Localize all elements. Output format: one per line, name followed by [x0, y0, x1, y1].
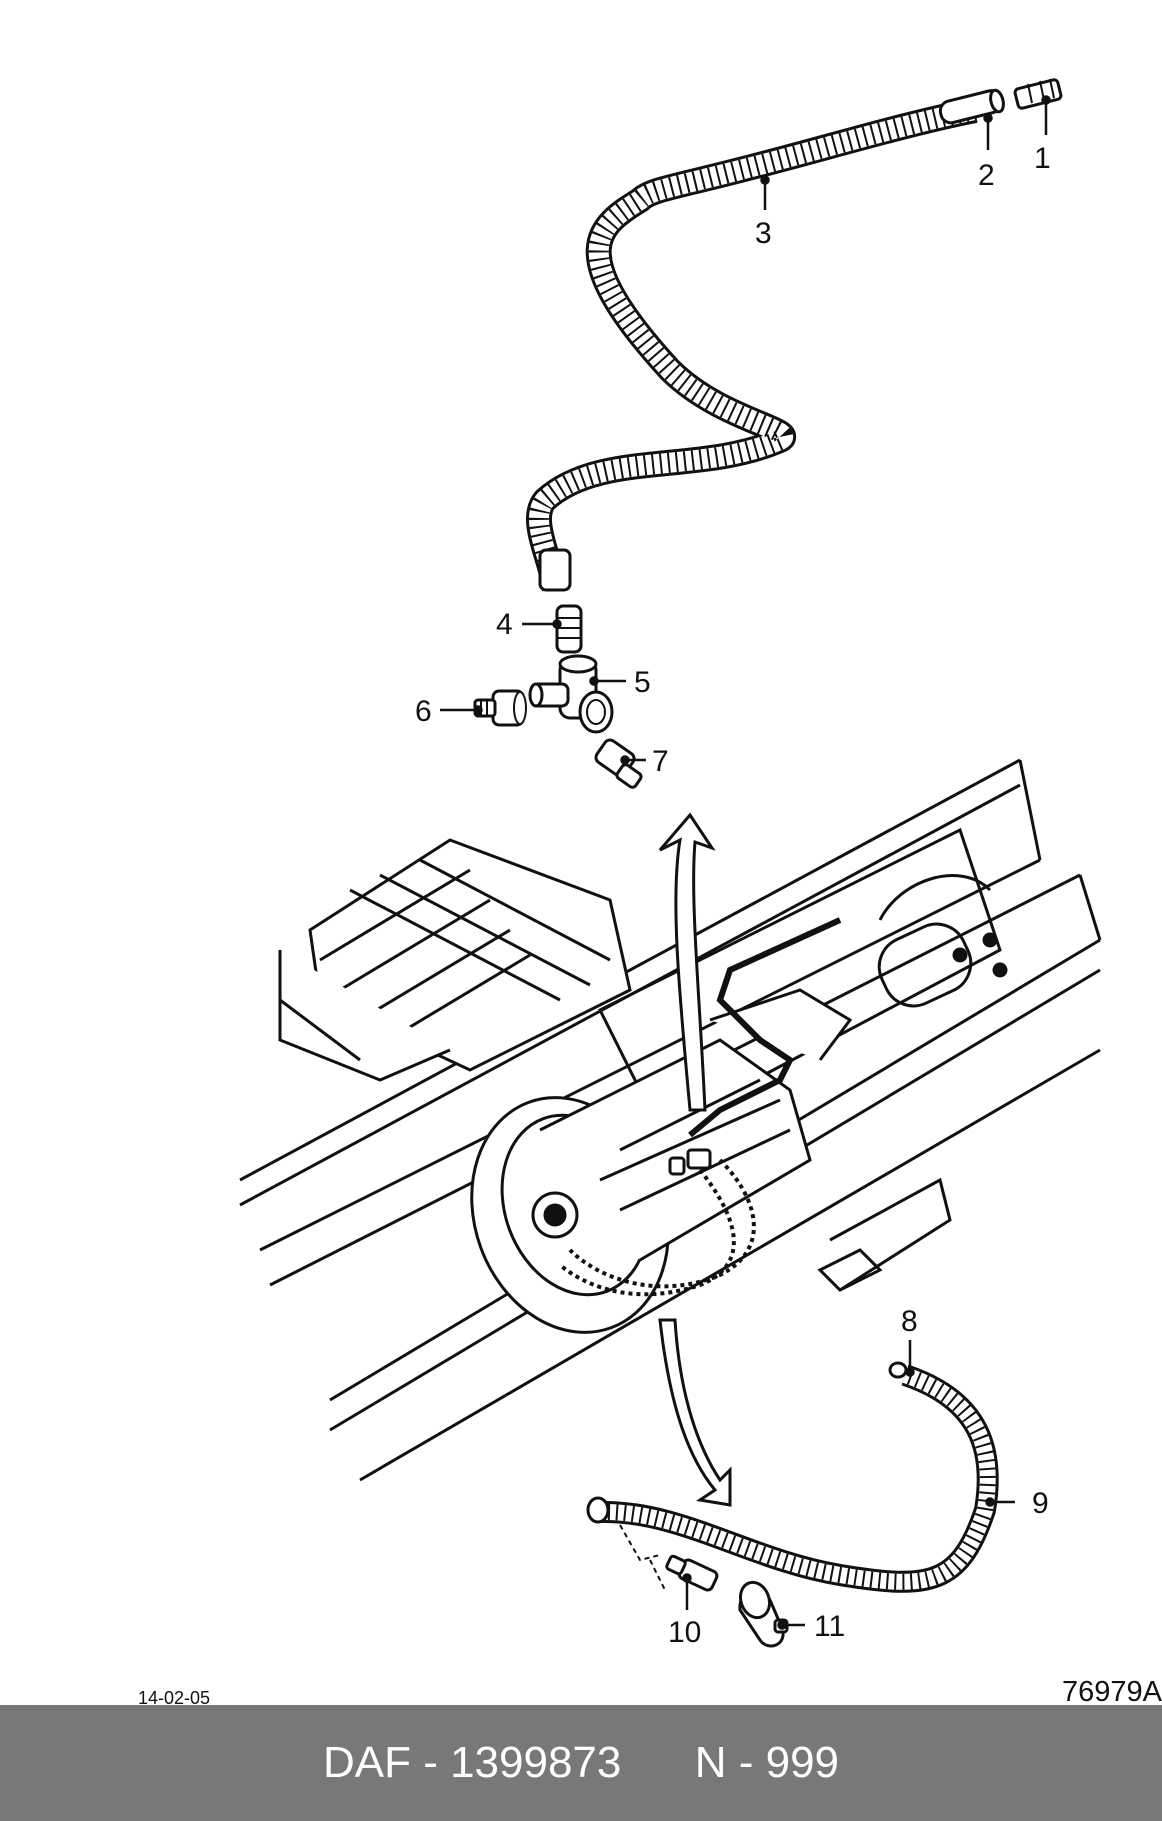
callout-11: 11 [814, 1610, 845, 1643]
callout-9: 9 [1032, 1487, 1049, 1520]
footer-brand: DAF [322, 1738, 411, 1787]
exploded-parts-diagram: 1 2 3 4 5 6 7 8 9 10 11 [239, 78, 1102, 1649]
electronic-control-unit [278, 838, 632, 1082]
lower-pressure-switch [738, 1580, 789, 1648]
callout-7: 7 [652, 745, 669, 778]
arrow-up [658, 812, 716, 1112]
arrow-down [658, 1318, 732, 1507]
lower-straight-connector [665, 1554, 719, 1592]
callout-1: 1 [1034, 142, 1051, 175]
hose-coupling-fitting [555, 604, 583, 654]
drawing-date: 14-02-05 [138, 1688, 211, 1708]
callout-3: 3 [755, 217, 772, 250]
callout-4: 4 [496, 608, 513, 641]
callout-5: 5 [634, 666, 651, 699]
callout-8: 8 [901, 1305, 918, 1338]
upper-corrugated-hose [526, 97, 978, 592]
footer-separator: - [423, 1738, 438, 1787]
callout-leaders [440, 95, 1051, 1630]
elbow-connector [594, 738, 643, 789]
hose-end-sleeve [938, 88, 1005, 125]
gearbox-housing [470, 988, 853, 1334]
lower-corrugated-hose [586, 1361, 999, 1593]
straight-connector-fitting [1013, 78, 1063, 110]
drawing-number: 76979A [1062, 1676, 1162, 1708]
tee-connector [528, 654, 614, 734]
callout-labels: 1 2 3 4 5 6 7 8 9 10 11 [415, 142, 1051, 1649]
callout-2: 2 [978, 159, 995, 192]
footer-part-number: 1399873 [450, 1738, 622, 1787]
callout-10: 10 [668, 1616, 701, 1649]
footer-bar: DAF - 1399873 N - 999 [0, 1705, 1162, 1821]
routed-pipe [558, 917, 842, 1297]
footer-variant: N - 999 [694, 1738, 840, 1787]
callout-6: 6 [415, 695, 432, 728]
pressure-switch [473, 689, 527, 727]
